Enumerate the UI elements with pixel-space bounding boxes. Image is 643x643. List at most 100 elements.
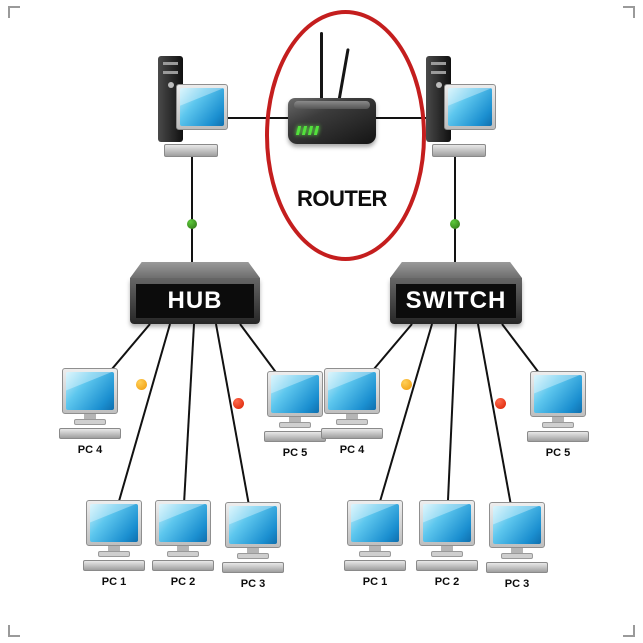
router-antenna <box>337 48 350 102</box>
monitor-stand <box>441 546 453 551</box>
pc-node: PC 5 <box>260 371 330 459</box>
monitor-icon <box>267 371 323 417</box>
keyboard-icon <box>83 560 145 571</box>
crop-mark <box>623 6 635 18</box>
crop-mark <box>8 625 20 637</box>
monitor-icon <box>225 502 281 548</box>
monitor-stand <box>289 417 301 422</box>
tower-drive-slot <box>431 62 446 65</box>
connection-line <box>215 323 253 523</box>
monitor-stand <box>346 414 358 419</box>
monitor-screen <box>328 372 376 410</box>
router-leds <box>295 126 320 135</box>
tower-drive-slot <box>163 62 178 65</box>
switch-front-face: SWITCH <box>390 278 522 324</box>
monitor-stand <box>369 546 381 551</box>
screen-glare <box>328 372 376 392</box>
screen-glare <box>423 504 471 524</box>
green-status-dot <box>450 219 460 229</box>
monitor-base <box>98 551 130 557</box>
monitor-stand <box>552 417 564 422</box>
pc-label: PC 2 <box>434 576 460 588</box>
screen-glare <box>534 375 582 395</box>
pc-label: PC 5 <box>545 447 571 459</box>
led-light <box>295 126 302 135</box>
keyboard-icon <box>152 560 214 571</box>
router-icon <box>288 32 376 162</box>
pc-label: PC 1 <box>362 576 388 588</box>
monitor-screen <box>423 504 471 542</box>
monitor-icon <box>62 368 118 414</box>
switch-device: SWITCH <box>390 262 522 324</box>
pc-node: PC 2 <box>412 500 482 588</box>
monitor-screen <box>66 372 114 410</box>
keyboard-icon <box>321 428 383 439</box>
keyboard-icon <box>164 144 218 157</box>
keyboard-icon <box>59 428 121 439</box>
router-body <box>288 98 376 144</box>
monitor-icon <box>489 502 545 548</box>
monitor-screen <box>180 88 224 126</box>
screen-glare <box>448 88 492 107</box>
switch-top-face <box>390 262 522 278</box>
red-status-dot <box>495 398 506 409</box>
keyboard-icon <box>416 560 478 571</box>
monitor-screen <box>351 504 399 542</box>
monitor-screen <box>229 506 277 544</box>
monitor-base <box>167 551 199 557</box>
router-antenna <box>320 32 323 102</box>
monitor-icon <box>347 500 403 546</box>
screen-glare <box>271 375 319 395</box>
pc-label: PC 3 <box>240 578 266 590</box>
hub-front-face: HUB <box>130 278 260 324</box>
tower-drive-slot <box>163 71 178 74</box>
pc-label: PC 5 <box>282 447 308 459</box>
pc-node: PC 1 <box>79 500 149 588</box>
connection-line <box>182 323 195 523</box>
pc-label: PC 4 <box>339 444 365 456</box>
connection-line <box>112 323 171 523</box>
tower-drive-slot <box>431 71 446 74</box>
monitor-screen <box>493 506 541 544</box>
pc-node: PC 5 <box>523 371 593 459</box>
screen-glare <box>493 506 541 526</box>
led-light <box>313 126 320 135</box>
monitor-base <box>237 553 269 559</box>
monitor-icon <box>176 84 228 130</box>
monitor-base <box>279 422 311 428</box>
pc-node: PC 4 <box>317 368 387 456</box>
monitor-screen <box>90 504 138 542</box>
led-light <box>301 126 308 135</box>
monitor-stand <box>177 546 189 551</box>
monitor-screen <box>534 375 582 413</box>
pc-node: PC 3 <box>482 502 552 590</box>
monitor-screen <box>448 88 492 126</box>
monitor-stand <box>247 548 259 553</box>
screen-glare <box>90 504 138 524</box>
crop-mark <box>623 625 635 637</box>
monitor-base <box>336 419 368 425</box>
keyboard-icon <box>222 562 284 573</box>
led-light <box>307 126 314 135</box>
monitor-base <box>501 553 533 559</box>
monitor-stand <box>84 414 96 419</box>
monitor-screen <box>159 504 207 542</box>
monitor-screen <box>271 375 319 413</box>
monitor-icon <box>444 84 496 130</box>
router-label: ROUTER <box>297 186 387 211</box>
monitor-base <box>431 551 463 557</box>
hub-device: HUB <box>130 262 260 324</box>
pc-label: PC 1 <box>101 576 127 588</box>
red-status-dot <box>233 398 244 409</box>
orange-status-dot <box>401 379 412 390</box>
hub-top-face <box>130 262 260 278</box>
monitor-icon <box>324 368 380 414</box>
keyboard-icon <box>527 431 589 442</box>
desktop-computer-icon <box>156 56 228 162</box>
keyboard-icon <box>344 560 406 571</box>
pc-node: PC 4 <box>55 368 125 456</box>
screen-glare <box>66 372 114 392</box>
monitor-icon <box>419 500 475 546</box>
monitor-stand <box>108 546 120 551</box>
